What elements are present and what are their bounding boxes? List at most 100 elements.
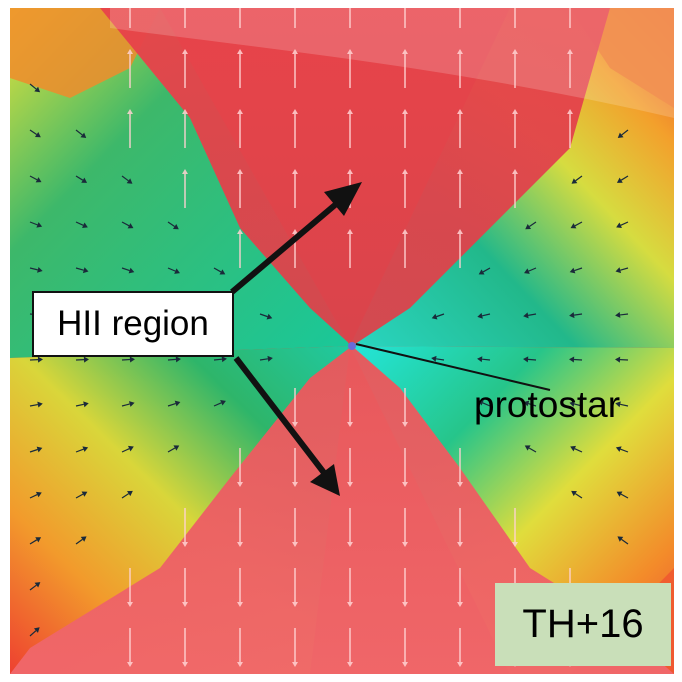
velocity-arrow <box>528 402 537 407</box>
velocity-arrowhead <box>617 536 624 542</box>
velocity-arrowhead <box>82 446 89 452</box>
velocity-arrow <box>482 313 491 317</box>
velocity-arrowhead <box>81 177 88 183</box>
velocity-arrow <box>528 267 537 272</box>
velocity-arrowhead <box>127 223 134 229</box>
model-label: TH+16 <box>522 602 644 646</box>
velocity-arrowhead <box>457 542 463 547</box>
velocity-arrowhead <box>457 49 463 54</box>
velocity-arrow <box>620 493 629 499</box>
velocity-arrow <box>574 493 583 499</box>
disk-velocity-field <box>29 83 629 637</box>
velocity-arrowhead <box>36 222 43 228</box>
velocity-arrow <box>29 630 37 637</box>
velocity-arrow <box>121 221 130 227</box>
velocity-arrowhead <box>127 490 133 497</box>
velocity-arrow <box>75 538 83 545</box>
velocity-arrow <box>167 267 176 272</box>
velocity-arrow <box>213 358 223 361</box>
velocity-arrowhead <box>37 401 43 408</box>
velocity-arrowhead <box>402 229 408 234</box>
velocity-arrowhead <box>347 662 353 667</box>
velocity-arrowhead <box>83 356 89 363</box>
velocity-arrowhead <box>80 536 87 542</box>
velocity-arrowhead <box>512 542 518 547</box>
velocity-arrowhead <box>402 49 408 54</box>
velocity-arrowhead <box>35 491 42 498</box>
velocity-arrow <box>620 175 629 181</box>
velocity-arrowhead <box>182 542 188 547</box>
velocity-arrow <box>620 221 629 226</box>
velocity-arrowhead <box>478 269 485 275</box>
callout-arrowhead-up <box>324 182 362 216</box>
velocity-arrowhead <box>570 445 576 452</box>
velocity-arrow <box>75 129 83 136</box>
velocity-arrowhead <box>219 269 226 275</box>
velocity-arrow <box>29 494 38 499</box>
velocity-arrowhead <box>37 266 43 273</box>
velocity-arrow <box>167 402 176 407</box>
protostar-dot <box>348 342 356 350</box>
velocity-arrowhead <box>569 401 576 407</box>
velocity-arrowhead <box>431 355 437 362</box>
velocity-arrowhead <box>524 445 531 451</box>
velocity-arrowhead <box>567 49 573 54</box>
velocity-arrowhead <box>616 177 623 183</box>
velocity-arrowhead <box>616 222 622 229</box>
velocity-arrowhead <box>478 400 484 406</box>
velocity-arrowhead <box>127 49 133 54</box>
velocity-arrowhead <box>431 313 438 320</box>
velocity-arrowhead <box>347 482 353 487</box>
velocity-arrowhead <box>457 169 463 174</box>
velocity-arrowhead <box>617 132 624 139</box>
velocity-arrowhead <box>512 49 518 54</box>
velocity-arrowhead <box>615 267 622 274</box>
hii-region-callout: HII region <box>32 291 234 357</box>
velocity-arrowhead <box>402 542 408 547</box>
velocity-arrowhead <box>36 446 43 453</box>
velocity-arrow <box>29 448 38 453</box>
velocity-arrowhead <box>523 356 529 363</box>
velocity-arrow <box>213 267 222 273</box>
velocity-arrow <box>620 267 629 271</box>
protostar-label: protostar <box>474 384 621 425</box>
callout-arrow-down <box>233 356 331 480</box>
velocity-arrowhead <box>347 229 353 234</box>
velocity-arrowhead <box>237 602 243 607</box>
velocity-arrowhead <box>237 662 243 667</box>
velocity-arrowhead <box>220 400 226 406</box>
velocity-arrowhead <box>35 177 42 183</box>
velocity-arrow <box>574 403 583 407</box>
velocity-arrowhead <box>128 445 134 452</box>
velocity-arrowhead <box>35 537 42 543</box>
velocity-arrow <box>259 313 268 318</box>
velocity-arrow <box>620 448 629 453</box>
velocity-arrow <box>482 402 491 407</box>
velocity-arrow <box>481 358 491 361</box>
callout-arrowhead-down <box>310 464 340 496</box>
velocity-arrowhead <box>457 229 463 234</box>
velocity-arrowhead <box>571 490 577 497</box>
velocity-arrowhead <box>347 169 353 174</box>
velocity-arrow <box>167 221 175 227</box>
velocity-arrowhead <box>569 356 575 363</box>
velocity-arrowhead <box>347 542 353 547</box>
velocity-arrow <box>75 221 84 226</box>
velocity-arrowhead <box>129 356 135 363</box>
velocity-arrowhead <box>182 109 188 114</box>
velocity-arrow <box>573 313 583 316</box>
velocity-arrowhead <box>347 422 353 427</box>
velocity-arrowhead <box>616 491 623 497</box>
velocity-arrowhead <box>33 627 40 633</box>
velocity-arrowhead <box>457 662 463 667</box>
velocity-arrow <box>121 403 130 407</box>
velocity-arrow <box>121 175 129 182</box>
velocity-arrow <box>619 313 629 316</box>
velocity-arrow <box>29 221 38 226</box>
velocity-arrowhead <box>292 542 298 547</box>
upper-left-disk <box>10 8 350 358</box>
velocity-arrowhead <box>267 355 273 362</box>
velocity-arrow <box>528 313 537 316</box>
velocity-arrow <box>574 221 583 227</box>
velocity-arrowhead <box>402 602 408 607</box>
